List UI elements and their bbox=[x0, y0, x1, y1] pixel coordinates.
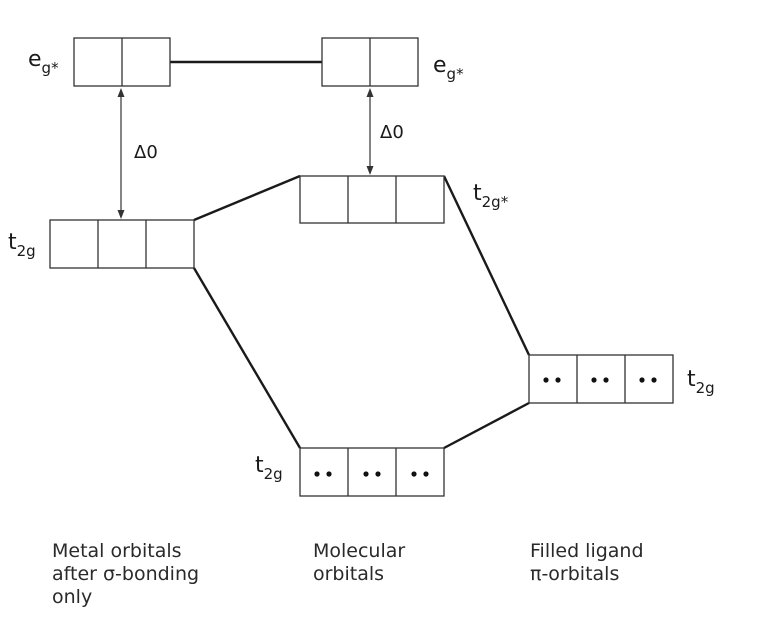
electron-dot bbox=[555, 377, 561, 383]
caption-metal-line: after σ-bonding bbox=[52, 563, 200, 585]
caption-molecular-line: Molecular bbox=[313, 540, 406, 562]
electron-dot bbox=[363, 471, 369, 477]
connector-metal-t2g-to-mo-t2g bbox=[192, 267, 302, 449]
connector-t2g-star-to-ligand bbox=[442, 175, 531, 356]
connector-metal-t2g-to-t2g-star bbox=[193, 174, 301, 222]
metal-t2g-label: t2g bbox=[8, 230, 36, 260]
electron-dot bbox=[326, 471, 332, 477]
mo-t2g-box bbox=[299, 447, 445, 497]
caption-metal-line: only bbox=[52, 586, 93, 608]
electron-dot bbox=[411, 471, 417, 477]
mo-t2g-label: t2g bbox=[255, 453, 283, 483]
mo-t2g-star-box bbox=[299, 175, 445, 224]
electron-dot bbox=[651, 377, 657, 383]
mo-eg-label: eg* bbox=[433, 53, 464, 83]
metal-eg-level bbox=[73, 37, 171, 87]
delta-right-label: Δ0 bbox=[380, 122, 404, 143]
mo-eg-level bbox=[321, 37, 419, 87]
caption-ligand-line: Filled ligand bbox=[530, 540, 644, 562]
caption-molecular: Molecular orbitals bbox=[313, 540, 405, 586]
delta-arrow-left bbox=[117, 88, 125, 219]
electron-dot bbox=[639, 377, 645, 383]
mo-t2g-star-level bbox=[299, 175, 445, 224]
mo-t2g-level bbox=[299, 447, 445, 497]
electron-dot bbox=[375, 471, 381, 477]
electron-dot bbox=[543, 377, 549, 383]
mo-t2g-star-label: t2g* bbox=[473, 181, 509, 211]
caption-ligand: Filled ligand π-orbitals bbox=[530, 540, 644, 586]
delta-left-label: Δ0 bbox=[134, 142, 158, 163]
ligand-t2g-label: t2g bbox=[687, 367, 715, 397]
electron-dot bbox=[423, 471, 429, 477]
delta-arrow-right bbox=[366, 88, 374, 175]
ligand-t2g-level bbox=[528, 354, 674, 404]
metal-t2g-box bbox=[49, 219, 195, 269]
electron-dot bbox=[603, 377, 609, 383]
caption-metal-line: Metal orbitals bbox=[52, 540, 182, 562]
caption-metal: Metal orbitals after σ-bonding only bbox=[52, 540, 199, 609]
connector-mo-t2g-to-ligand bbox=[443, 401, 530, 450]
ligand-t2g-box bbox=[528, 354, 674, 404]
metal-eg-label: eg* bbox=[28, 47, 59, 77]
electron-dot bbox=[591, 377, 597, 383]
electron-dot bbox=[314, 471, 320, 477]
caption-ligand-line: π-orbitals bbox=[530, 563, 620, 585]
metal-t2g-level bbox=[49, 219, 195, 269]
caption-molecular-line: orbitals bbox=[313, 563, 385, 585]
